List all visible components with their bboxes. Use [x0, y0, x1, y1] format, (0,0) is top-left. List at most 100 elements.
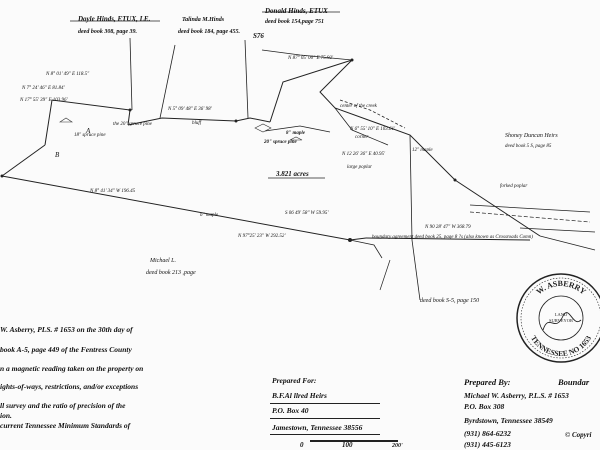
corner-marker: [453, 178, 457, 182]
creek-path: [339, 99, 406, 129]
call-label: N 7° 24' 46" E 81.84': [22, 86, 65, 91]
corner-marker: [128, 108, 132, 112]
adjoiner-michael-deed: deed book 213 ,page: [146, 270, 196, 276]
note-line-6: ion.: [0, 411, 12, 420]
copyright-icon: ©: [565, 431, 571, 439]
adjoiner-doyle-name: Doyle Hinds, ETUX, LE.: [78, 15, 151, 23]
leader-line: [379, 259, 391, 291]
svg-text:W. ASBERRY: W. ASBERRY: [535, 279, 588, 297]
corner-marker: [234, 119, 238, 123]
tree-symbol: [59, 117, 73, 123]
call-label: N 5° 09' 48" E 36' 98': [168, 107, 212, 112]
note-line-7: current Tennessee Minimum Standards of: [0, 421, 131, 430]
divider: [270, 403, 380, 404]
divider: [270, 434, 380, 435]
boundary-south-2: [365, 237, 531, 241]
feature-maple-6: 6" maple: [200, 213, 219, 218]
corner-marker: [348, 238, 352, 242]
adjoiner-donald-name: Donald Hinds, ETUX: [265, 7, 328, 15]
feature-maple-12: 12" maple: [412, 148, 433, 153]
boundary-north-3: [235, 117, 271, 123]
seal-center-line-1: LAND: [555, 312, 568, 317]
seal-signature: [542, 312, 582, 331]
feature-spruce-18: 18" spruce pine: [74, 133, 106, 138]
copyright-label: © Copyri: [565, 431, 591, 439]
feature-spruce-20: the 20" spruce pine: [113, 122, 152, 127]
plat-drawing: [0, 11, 596, 300]
prepared-by-heading: Prepared By:: [464, 377, 511, 387]
right-of-way-3: [519, 227, 596, 233]
adjoiner-line-5: [409, 134, 421, 300]
call-label: N 6° 55' 10" E 103.61': [350, 127, 396, 132]
feature-bluff: bluff: [192, 121, 202, 126]
prepared-by-name: Michael W. Asberry, P.L.S. # 1653: [464, 391, 569, 400]
adjoiner-talinda-deed: deed book 184, page 455.: [178, 29, 240, 35]
boundary-creek: [319, 59, 541, 237]
note-line-1: W. Asberry, PLS. # 1653 on the 30th day …: [0, 325, 133, 334]
inner-line-1: [264, 125, 331, 133]
prepared-by-phone-2: (931) 445-6123: [464, 440, 511, 449]
note-line-3: n a magnetic reading taken on the proper…: [0, 364, 144, 373]
boundary-north-2: [127, 117, 237, 126]
tree-symbol: [289, 136, 303, 141]
boundary-south-1: [1, 175, 367, 241]
right-of-way-1: [469, 204, 591, 213]
boundary-north-1: [44, 99, 131, 146]
boundary-northeast: [269, 59, 353, 123]
feature-large-poplar: large poplar: [347, 165, 372, 170]
adjoiner-michael-name: Michael L.: [150, 258, 176, 264]
call-label: S 06 49' 58" W 59.95': [285, 211, 329, 216]
call-label: N 17° 55' 39" E 103.96': [20, 98, 68, 103]
call-label: N 8° 41' 34" W 196.45: [90, 189, 136, 194]
note-line-4: ights-of-ways, restrictions, and/or exce…: [0, 382, 139, 391]
copyright-text: Copyri: [571, 431, 592, 439]
boundary-west: [1, 144, 46, 177]
scale-tick-100: 100: [342, 441, 353, 449]
adjoiner-line-3: [244, 39, 249, 119]
seal-top-text: W. ASBERRY: [535, 279, 588, 297]
call-label: N 97°25' 23" W 292.52': [238, 234, 286, 239]
feature-creek: center of the creek: [340, 104, 377, 109]
adjoiner-shoney-deed: deed book 5 S, page 85: [505, 144, 552, 149]
tree-symbol: [254, 123, 272, 133]
surveyor-seal: W. ASBERRY TENNESSEE NO 1653 LAND SURVEY…: [516, 273, 600, 363]
feature-maple-8: 8" maple: [286, 131, 306, 136]
corner-marker: [350, 58, 354, 62]
inner-line-2: [334, 107, 389, 146]
divider: [270, 418, 380, 419]
adjoiner-line-4: [261, 49, 353, 61]
prepared-for-heading: Prepared For:: [272, 376, 317, 385]
adjoiner-doyle-deed: deed book 308, page 39.: [78, 29, 137, 35]
inner-line-3: [349, 239, 383, 259]
seal-bottom-text: TENNESSEE NO 1653: [529, 334, 593, 358]
prepared-for-name: B.F.Al llred Heirs: [272, 391, 327, 400]
adjoiner-line-2: [159, 44, 176, 119]
note-line-2: book A-5, page 449 of the Fentress Count…: [0, 345, 132, 354]
prepared-for-box: P.O. Box 40: [272, 406, 309, 415]
call-label: N 87° 05' 00" E 75.92': [288, 56, 334, 61]
note-line-5: ll survey and the ratio of precision of …: [0, 401, 126, 410]
scale-bar: [310, 440, 398, 442]
prepared-by-box: P.O. Box 308: [464, 402, 505, 411]
prepared-by-city: Byrdstown, Tennessee 38549: [464, 416, 553, 425]
feature-spruce-20b: 20" spruce pine: [264, 140, 297, 145]
call-label: N 12 26' 36" E 40.95': [342, 152, 386, 157]
right-of-way-2: [469, 211, 591, 223]
bottom-deed-ref: deed book S-5, page 150: [420, 298, 480, 304]
prepared-for-city: Jamestown, Tennessee 38556: [272, 423, 363, 432]
point-a: A: [86, 127, 91, 135]
point-b: B: [55, 151, 60, 159]
adjoiner-shoney-name: Shoney Duncan Heirs: [505, 133, 558, 139]
adjoiner-talinda-name: Talinda M.Hinds: [182, 17, 225, 23]
boundary-agreement-label: boundary agreement deed book 25, page 8 …: [372, 235, 533, 240]
feature-corner: corner: [355, 135, 369, 140]
label-s76: S76: [253, 32, 264, 40]
call-label: N 8° 01' 49" E 118.5": [46, 72, 90, 77]
acreage-label: 3.821 acres: [276, 170, 309, 178]
corner-marker: [0, 174, 4, 178]
title-boundary-label: Boundar: [558, 377, 590, 387]
call-label: N 90 28' 47" W 368.79: [425, 225, 471, 230]
feature-forked-poplar: forked poplar: [500, 184, 528, 189]
seal-center-line-2: SURVEYOR: [549, 318, 573, 323]
